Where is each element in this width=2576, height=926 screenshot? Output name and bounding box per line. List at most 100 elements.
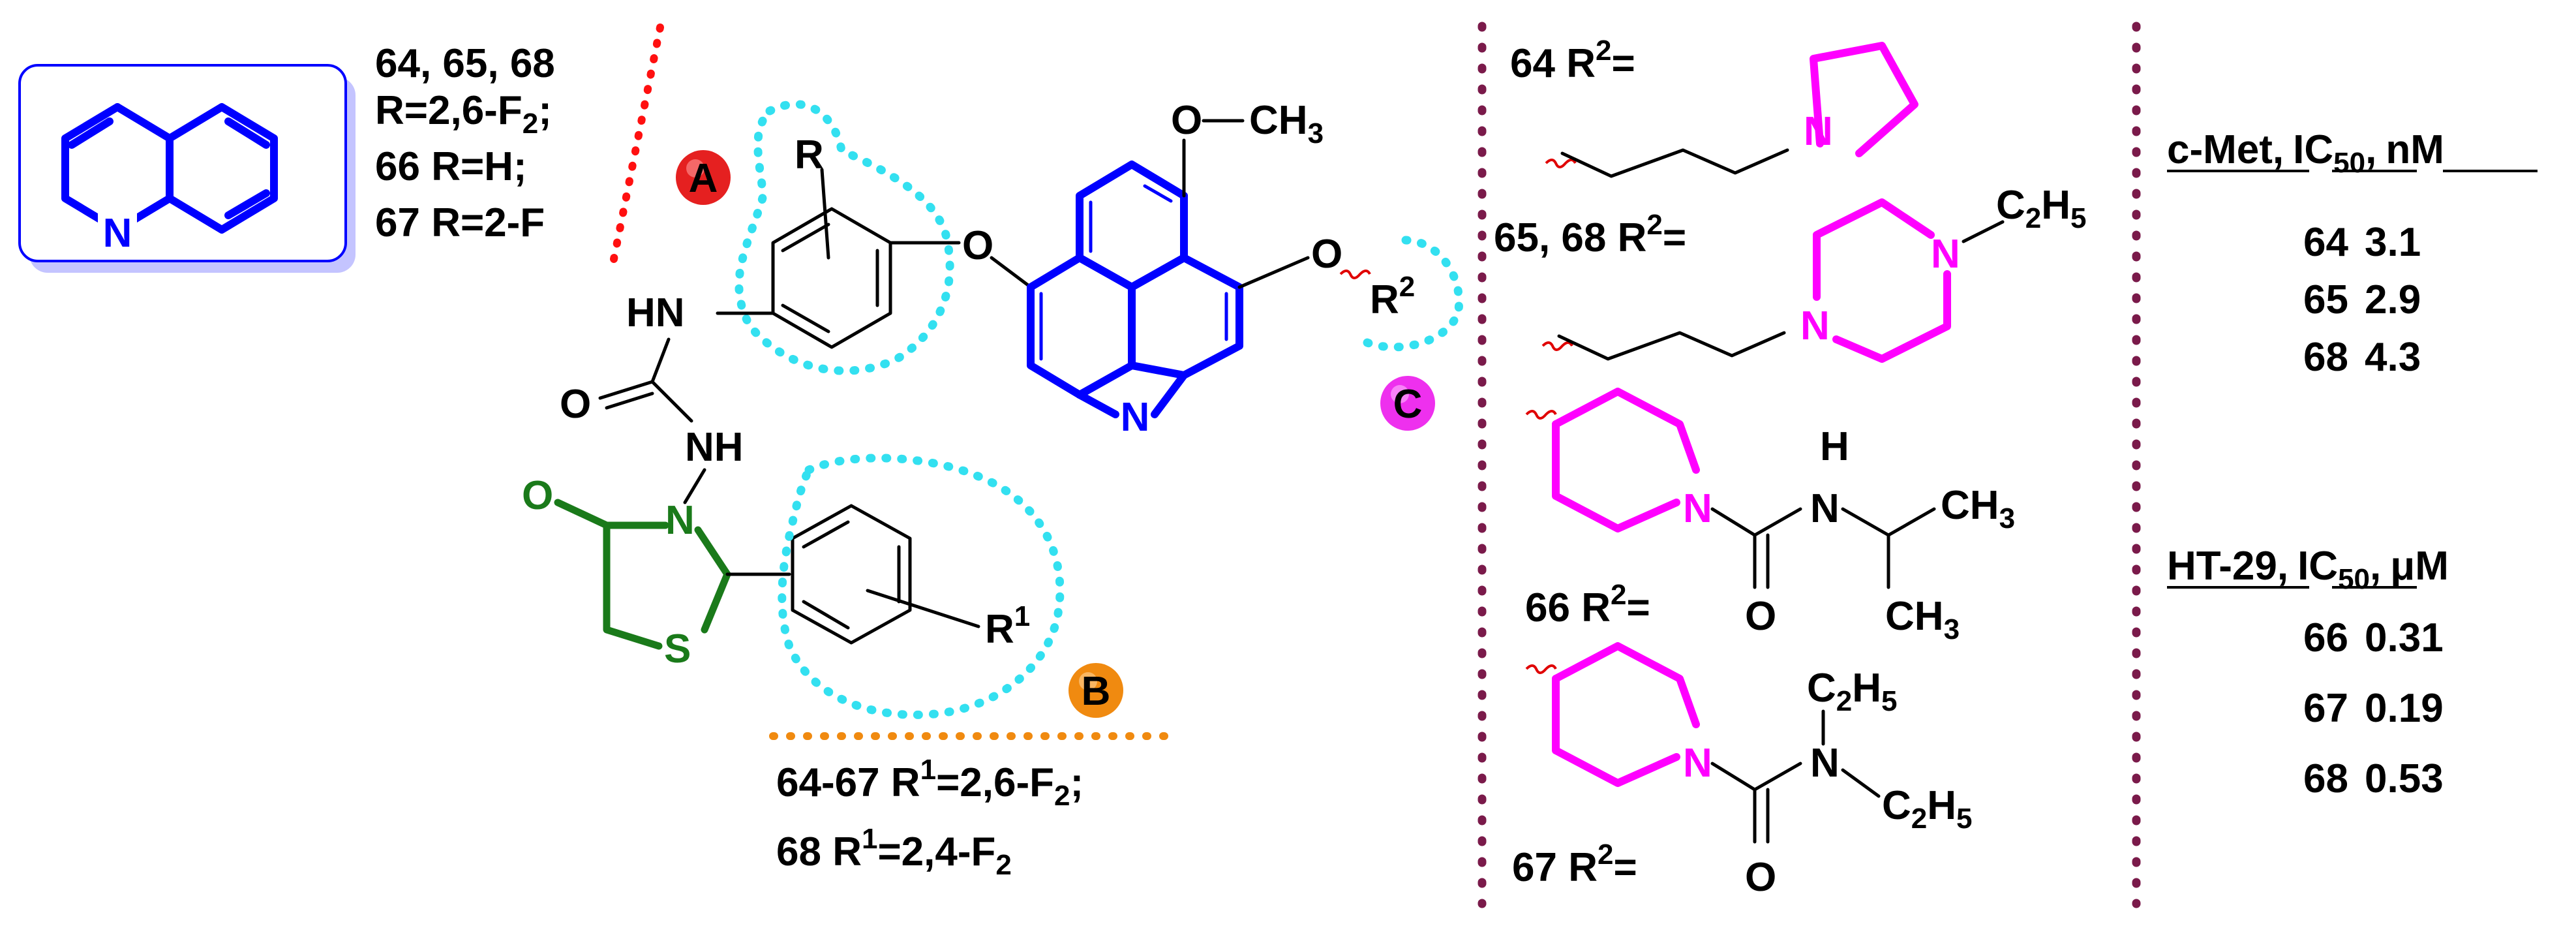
ch3-label-top: CH3 — [1249, 98, 1324, 149]
r2-wiggle — [1339, 270, 1371, 279]
piperazine-n4: N — [1931, 232, 1960, 277]
ht29-sep-1: , — [2277, 544, 2288, 589]
wiggle-67 — [1525, 664, 1557, 674]
c2h5-65: C2H5 — [1996, 183, 2087, 234]
r2-core-label: R2 — [1370, 271, 1415, 322]
ht29-h3: μM — [2390, 544, 2449, 589]
c2h5-65-5: 5 — [2070, 202, 2086, 234]
r1-note-1-pre: 64-67 R — [776, 760, 920, 805]
r1-note-1-sup: 1 — [920, 754, 936, 786]
hn-c-bond — [650, 337, 671, 384]
c2h5-65-2: 2 — [2025, 202, 2041, 234]
cmet-value-3: 4.3 — [2365, 335, 2421, 380]
c2h5-67-b: C2H5 — [1882, 783, 1973, 835]
piperidine-67-b — [1552, 642, 1700, 728]
c-n-67 — [1753, 762, 1802, 792]
isopropyl-66 — [1841, 507, 1936, 537]
badge-c-shine — [1391, 385, 1409, 403]
cmet-value-2: 2.9 — [2365, 277, 2421, 322]
thz-s-label: S — [664, 626, 691, 671]
note-line-2-end: ; — [538, 88, 552, 133]
ht29-value-2: 0.19 — [2365, 686, 2444, 731]
ch3-66-b-main: CH — [1885, 594, 1944, 639]
r2-o-label: O — [1311, 232, 1342, 277]
wiggle-64 — [1545, 159, 1577, 168]
region-b-outline — [778, 454, 1065, 719]
r1-note-1-mid: =2,6-F — [936, 760, 1054, 805]
ht29-value-1: 0.31 — [2365, 615, 2444, 660]
note-line-2-main: R=2,6-F — [375, 88, 523, 133]
c-nh-bond — [650, 380, 693, 423]
label-67-sup: 2 — [1598, 839, 1613, 871]
label-6568-eq: = — [1663, 215, 1686, 260]
ch3-66-a: CH3 — [1941, 483, 2015, 534]
piperazine-bottom — [1832, 270, 1951, 363]
n-ethyl-bond-65 — [1962, 220, 2005, 243]
quinoline-core: N O CH3 O R2 — [1027, 98, 1464, 440]
hn-label: HN — [626, 290, 685, 335]
inset-n-mask — [98, 212, 137, 251]
r1-note-2: 68 R1=2,4-F2 — [776, 823, 1012, 881]
ht29-h1: HT-29 — [2167, 544, 2277, 589]
urea-o-label: O — [560, 382, 591, 427]
cmet-h2-sub: 50 — [2333, 147, 2365, 179]
cmet-header: c-Met,IC50,nM — [2167, 127, 2444, 179]
c2h5-67-a-2: 2 — [1836, 685, 1852, 717]
ch3-top-sub: 3 — [1308, 117, 1324, 149]
r2-core-sup: 2 — [1399, 271, 1415, 303]
c2h5-67-a-c: C — [1807, 666, 1836, 711]
c2h5-67-b-c: C — [1882, 783, 1911, 828]
badge-b-label: B — [1082, 669, 1111, 714]
r1-note-2-sub: 2 — [995, 849, 1011, 881]
core-upper-path — [1076, 161, 1188, 262]
cmet-compound-1: 64 — [2303, 220, 2348, 265]
ht29-compound-2: 67 — [2303, 686, 2348, 731]
pyrrolidine-n: N — [1804, 109, 1833, 154]
ch3-top-main: CH — [1249, 98, 1308, 143]
ht29-value-3: 0.53 — [2365, 756, 2444, 801]
cmet-table: c-Met,IC50,nM 64 3.1 65 2.9 68 4.3 — [2167, 127, 2538, 380]
wiggle-6568 — [1541, 341, 1573, 351]
core-bottom — [1128, 362, 1188, 379]
b-phenyl: R1 — [778, 454, 1065, 719]
piperidine-66-b — [1552, 388, 1700, 474]
label-66-sup: 2 — [1611, 579, 1626, 611]
nh-n-bond — [683, 468, 706, 504]
left-notes: 64, 65, 68 R=2,6-F2; 66 R=H; 67 R=2-F — [375, 23, 664, 266]
ch3-66-a-sub: 3 — [1999, 502, 2015, 534]
quinoline-double-3 — [224, 189, 270, 219]
label-64-main: 64 R — [1510, 41, 1596, 86]
label-6568: 65, 68 R2= — [1494, 209, 1686, 260]
ch3-66-a-main: CH — [1941, 483, 1999, 528]
core-n-mask — [1115, 392, 1151, 431]
c2h5-67-a-h: H — [1852, 666, 1881, 711]
r1-note-2-pre: 68 R — [776, 829, 862, 874]
chain-6568 — [1557, 331, 1786, 361]
core-fusion — [1128, 254, 1188, 291]
n-ethyl-down-67 — [1841, 768, 1881, 798]
label-64-sup: 2 — [1596, 35, 1611, 67]
ht29-h2: IC — [2297, 544, 2338, 589]
amide-n-66: N — [1810, 486, 1840, 531]
piperazine-n1: N — [1800, 303, 1830, 348]
note-line-3: 66 R=H; — [375, 144, 527, 189]
r1-notes: 64-67 R1=2,6-F2; 68 R1=2,4-F2 — [776, 754, 1083, 881]
c2h5-67-b-5: 5 — [1956, 803, 1972, 835]
r2-core-r: R — [1370, 277, 1399, 322]
phenyl-ring — [771, 207, 892, 349]
cmet-value-1: 3.1 — [2365, 220, 2421, 265]
label-66-main: 66 R — [1525, 585, 1611, 630]
thz-o-label: O — [522, 473, 553, 518]
phenyl-double-3 — [781, 223, 830, 253]
note-line-4: 67 R=2-F — [375, 200, 545, 245]
cmet-compound-3: 68 — [2303, 335, 2348, 380]
ht29-sep-2: , — [2370, 544, 2381, 589]
r1-note-2-sup: 1 — [862, 823, 877, 855]
label-66: 66 R2= — [1525, 579, 1650, 630]
label-67: 67 R2= — [1512, 839, 1637, 890]
ht29-h2-sub: 50 — [2338, 563, 2370, 595]
label-66-eq: = — [1626, 585, 1650, 630]
r1-note-1: 64-67 R1=2,6-F2; — [776, 754, 1083, 812]
inset-n-label: N — [103, 211, 132, 256]
r2-panel: 64 R2= N 65, 68 R2= N N C2H5 N O H N CH3… — [1494, 35, 2087, 900]
